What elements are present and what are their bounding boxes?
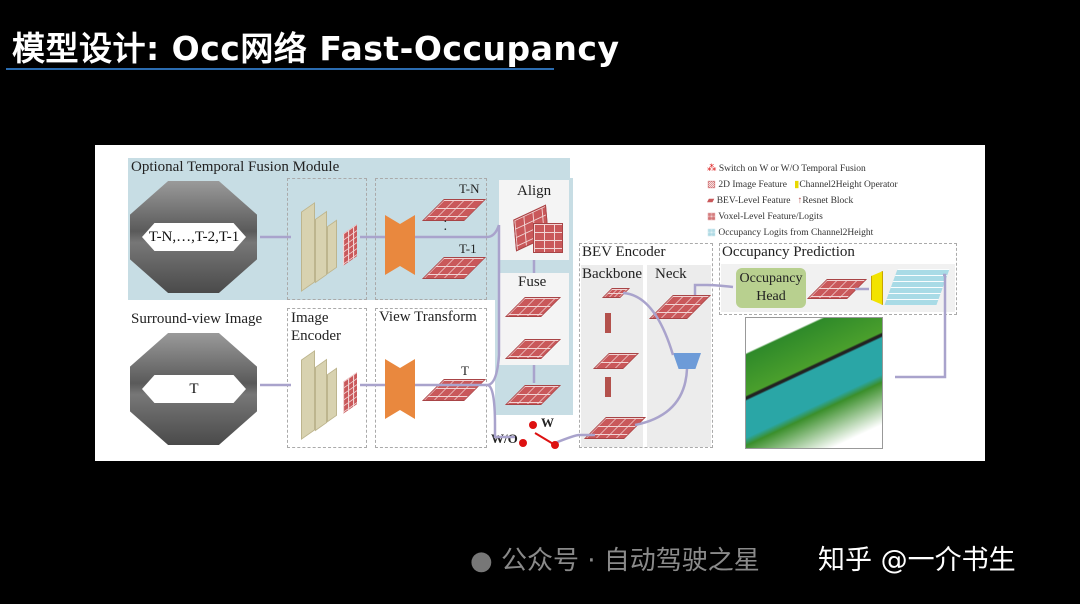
- flow-arrows: [260, 224, 947, 449]
- neck-label: Neck: [655, 266, 687, 282]
- legend-item: Channel2Height Operator: [799, 180, 898, 190]
- switch-node: [529, 421, 537, 429]
- wechat-watermark-text: 公众号 · 自动驾驶之星: [500, 546, 760, 576]
- title-underline: [6, 68, 554, 70]
- bev-encoder-box: [579, 243, 713, 448]
- switch-wo-label: W/O: [491, 431, 518, 446]
- occupancy-head: Occupancy Head: [736, 268, 806, 308]
- temporal-module-label: Optional Temporal Fusion Module: [131, 159, 340, 175]
- legend-item: Switch on W or W/O Temporal Fusion: [718, 164, 866, 174]
- surround-view-label: Surround-view Image: [131, 311, 263, 327]
- view-transform-block: [385, 359, 415, 419]
- t-label: T: [461, 363, 469, 378]
- occupancy-prediction-label: Occupancy Prediction: [722, 244, 855, 260]
- legend-item: Resnet Block: [802, 196, 854, 206]
- image-encoder-label: Image Encoder: [291, 310, 341, 344]
- resnet-icon: ↑: [797, 196, 803, 206]
- view-transform-box-top: [375, 178, 487, 300]
- legend-item: Voxel-Level Feature/Logits: [718, 212, 823, 222]
- past-frames-label: T-N,…,T-2,T-1: [142, 223, 246, 251]
- view-transform-label: View Transform: [379, 309, 477, 325]
- aligned-feature: [533, 223, 563, 253]
- t-n-label: T-N: [459, 181, 480, 196]
- bev-feature-icon: ▰: [707, 196, 715, 206]
- channel2height-icon: ▮: [794, 180, 800, 190]
- wechat-icon: ●: [470, 546, 493, 576]
- current-frame-label: T: [142, 375, 246, 403]
- 2d-feature-icon: ▧: [707, 180, 716, 190]
- occupancy-prediction-box: [719, 243, 957, 315]
- legend-item: BEV-Level Feature: [716, 196, 791, 206]
- resnet-block-icon: [605, 313, 611, 333]
- fuse-label: Fuse: [518, 274, 547, 290]
- ellipsis: ···: [443, 215, 448, 246]
- encoder-box-top: [287, 178, 367, 300]
- legend-item: Occupancy Logits from Channel2Height: [718, 228, 874, 238]
- switch-icon: ⁂: [707, 164, 717, 174]
- bev-encoder-label: BEV Encoder: [582, 244, 666, 260]
- align-label: Align: [517, 183, 552, 199]
- switch-node: [519, 439, 527, 447]
- occ-logits-icon: ▦: [707, 228, 716, 238]
- switch-w-label: W: [541, 415, 554, 430]
- neck-fusion-block: [673, 353, 701, 369]
- architecture-diagram: Optional Temporal Fusion Module T-N,…,T-…: [95, 145, 985, 461]
- wechat-watermark: ● 公众号 · 自动驾驶之星: [470, 540, 760, 577]
- zhihu-watermark: 知乎 @一介书生: [818, 545, 1016, 576]
- backbone-label: Backbone: [582, 266, 642, 282]
- t-1-label: T-1: [459, 241, 477, 256]
- slide-title: 模型设计: Occ网络 Fast-Occupancy: [12, 29, 620, 68]
- encoder-box-bottom: [287, 308, 367, 448]
- view-transform-block: [385, 215, 415, 275]
- resnet-block-icon: [605, 377, 611, 397]
- voxel-feature-icon: ▦: [707, 212, 716, 222]
- occupancy-result-render: [745, 317, 883, 449]
- view-transform-box-bottom: [375, 308, 487, 448]
- legend: ⁂ Switch on W or W/O Temporal Fusion ▧ 2…: [707, 161, 898, 241]
- legend-item: 2D Image Feature: [718, 180, 787, 190]
